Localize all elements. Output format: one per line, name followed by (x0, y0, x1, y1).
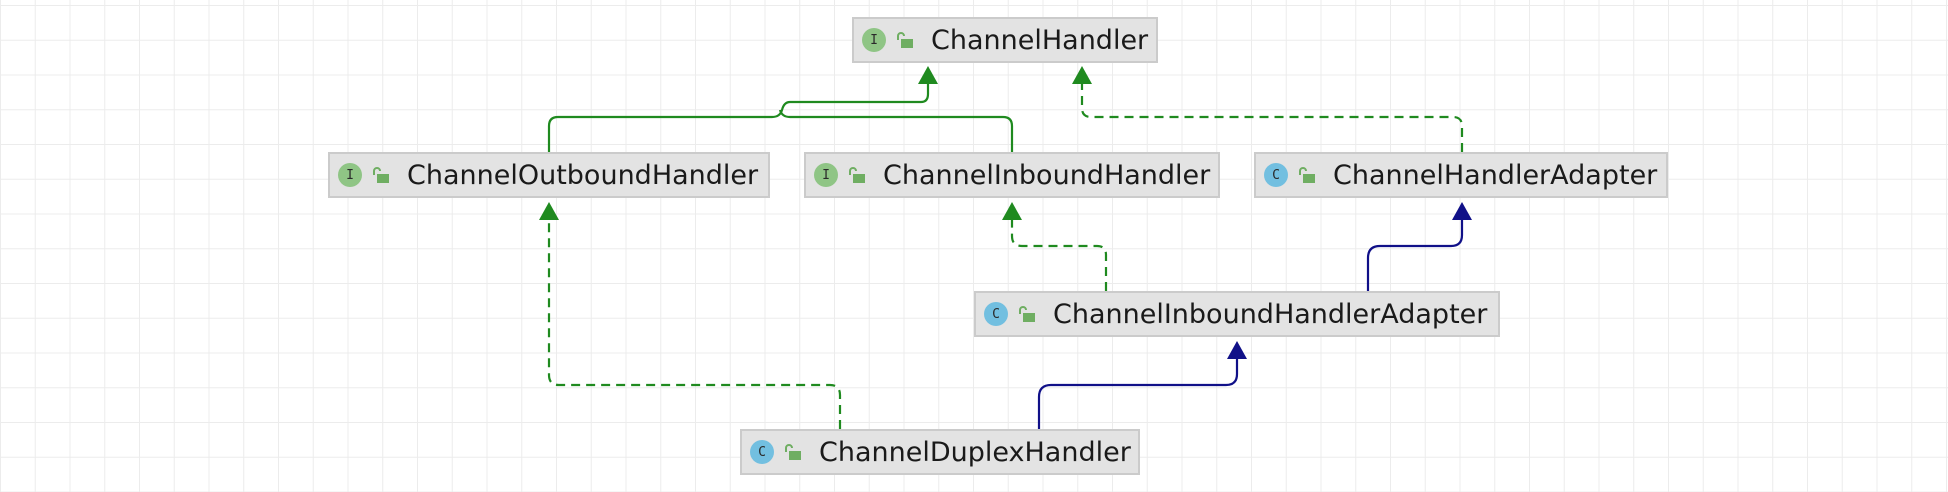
interface-badge-icon: I (814, 163, 838, 187)
node-label: ChannelHandlerAdapter (1333, 159, 1658, 191)
edge-adapter-implements-handler (1080, 84, 1464, 152)
arrowhead-handler-adapter (1452, 202, 1472, 220)
class-badge-icon: C (750, 440, 774, 464)
open-lock-icon (897, 32, 913, 48)
edge-inbound-adapter-implements-inbound (1010, 220, 1108, 291)
class-badge-icon: C (984, 302, 1008, 326)
edge-inbound-adapter-extends-adapter (1366, 220, 1464, 291)
node-channel-inbound-handler-adapter[interactable]: C ChannelInboundHandlerAdapter (974, 291, 1500, 337)
edge-duplex-implements-outbound (547, 220, 842, 429)
open-lock-icon (785, 444, 801, 460)
node-label: ChannelDuplexHandler (819, 436, 1131, 468)
edge-inbound-extends-handler (778, 109, 1014, 152)
arrowhead-inbound-handler-adapter (1227, 341, 1247, 359)
open-lock-icon (1019, 306, 1035, 322)
arrowhead-outbound-handler (539, 202, 559, 220)
interface-badge-icon: I (862, 28, 886, 52)
node-channel-outbound-handler[interactable]: I ChannelOutboundHandler (328, 152, 770, 198)
node-channel-duplex-handler[interactable]: C ChannelDuplexHandler (740, 429, 1140, 475)
open-lock-icon (849, 167, 865, 183)
class-badge-icon: C (1264, 163, 1288, 187)
edge-duplex-extends-inbound-adapter (1037, 359, 1239, 429)
node-label: ChannelInboundHandlerAdapter (1053, 298, 1488, 330)
node-label: ChannelHandler (931, 24, 1149, 56)
interface-badge-icon: I (338, 163, 362, 187)
open-lock-icon (1299, 167, 1315, 183)
node-channel-handler-adapter[interactable]: C ChannelHandlerAdapter (1254, 152, 1668, 198)
node-label: ChannelInboundHandler (883, 159, 1211, 191)
arrowhead-handler-right (1072, 66, 1092, 84)
open-lock-icon (373, 167, 389, 183)
node-channel-inbound-handler[interactable]: I ChannelInboundHandler (804, 152, 1220, 198)
node-channel-handler[interactable]: I ChannelHandler (852, 17, 1158, 63)
node-label: ChannelOutboundHandler (407, 159, 759, 191)
arrowhead-handler-left (918, 66, 938, 84)
edge-outbound-extends-handler (547, 84, 930, 152)
arrowhead-inbound-handler (1002, 202, 1022, 220)
